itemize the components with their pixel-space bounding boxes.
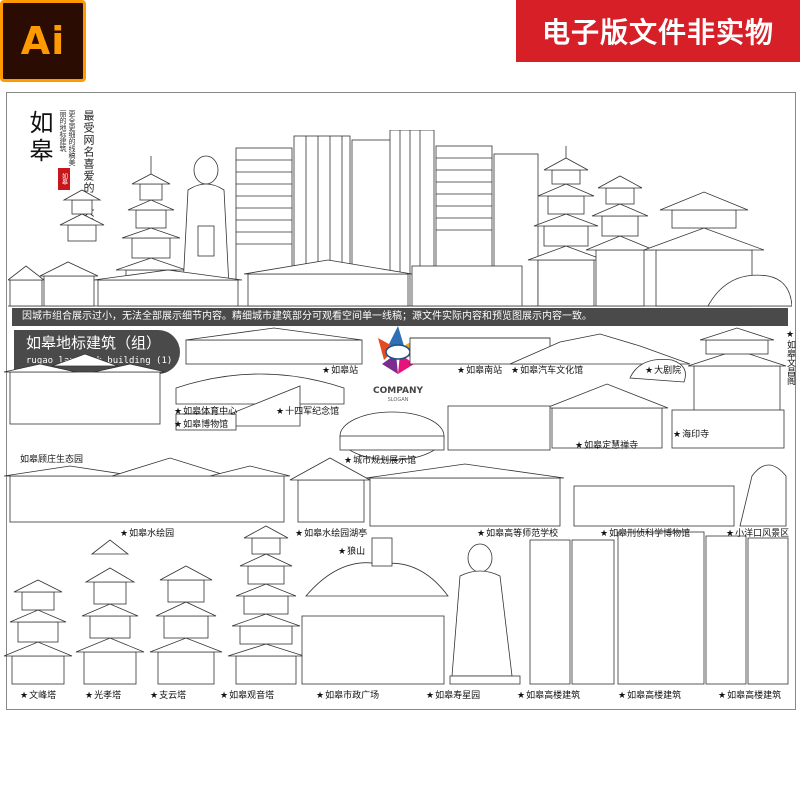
landmark-label: ★海印寺 <box>673 430 710 440</box>
landmark-label: ★如皋市政广场 <box>316 691 380 701</box>
landmark-label: ★大剧院 <box>645 366 682 376</box>
landmarks-illustration <box>3 327 789 685</box>
landmark-label: ★如皋水绘园湖亭 <box>295 529 368 539</box>
star-icon: ★ <box>174 407 183 417</box>
illustrator-badge: Ai <box>0 0 86 82</box>
star-icon: ★ <box>511 366 520 376</box>
landmark-label: ★狼山 <box>338 547 366 557</box>
top-bar: Ai 电子版文件非实物 <box>0 0 800 88</box>
star-icon: ★ <box>785 330 795 340</box>
star-icon: ★ <box>673 430 682 440</box>
star-icon: ★ <box>426 691 435 701</box>
star-icon: ★ <box>85 691 94 701</box>
hero-small-text: 更全更细的线稿美丽的地标建筑 <box>59 110 76 166</box>
landmark-label: ★如皋寿星园 <box>426 691 481 701</box>
landmark-label: ★城市规划展示馆 <box>344 456 417 466</box>
star-icon: ★ <box>316 691 325 701</box>
star-icon: ★ <box>276 407 285 417</box>
company-slogan: SLOGAN <box>387 397 409 403</box>
landmark-label: ★如皋高等师范学校 <box>477 529 559 539</box>
hero-seal: 如皋 <box>58 168 70 190</box>
artwork-frame <box>6 92 796 710</box>
landmark-label: ★如皋水绘园 <box>120 529 175 539</box>
star-icon: ★ <box>618 691 627 701</box>
landmark-label: 如皋顾庄生态园 <box>20 455 84 465</box>
star-icon: ★ <box>726 529 735 539</box>
landmark-label: ★如皋刑侦科学博物馆 <box>600 529 691 539</box>
section-title: 如皋地标建筑（组） <box>26 334 162 352</box>
star-icon: ★ <box>600 529 609 539</box>
landmark-label: ★如皋体育中心 <box>174 407 238 417</box>
landmark-label: ★如皋站 <box>322 366 359 376</box>
star-icon: ★ <box>295 529 304 539</box>
star-icon: ★ <box>645 366 654 376</box>
star-icon: ★ <box>338 547 347 557</box>
notice-bar: 因城市组合展示过小，无法全部展示细节内容。精细城市建筑部分可观看空间单一线稿；源… <box>12 308 788 326</box>
digital-file-banner: 电子版文件非实物 <box>516 0 800 62</box>
star-icon: ★ <box>718 691 727 701</box>
landmark-label: ★如皋高楼建筑 <box>517 691 581 701</box>
star-icon: ★ <box>322 366 331 376</box>
star-icon: ★ <box>457 366 466 376</box>
star-icon: ★ <box>174 420 183 430</box>
hero-title: 如皋 <box>25 110 53 166</box>
landmark-label: ★光孝塔 <box>85 691 122 701</box>
landmark-label: ★如皋定慧禅寺 <box>575 441 639 451</box>
landmark-label: ★文峰塔 <box>20 691 57 701</box>
landmark-label: ★小洋口风景区 <box>726 529 790 539</box>
landmark-label: ★如皋博物馆 <box>174 420 229 430</box>
landmark-label: ★如皋南站 <box>457 366 503 376</box>
star-icon: ★ <box>150 691 159 701</box>
star-icon: ★ <box>575 441 584 451</box>
illustrator-badge-label: Ai <box>20 19 66 63</box>
landmark-label: ★十四军纪念馆 <box>276 407 340 417</box>
landmark-label: ★如皋文昌阁 <box>785 330 795 385</box>
star-icon: ★ <box>344 456 353 466</box>
landmark-label: ★如皋观音塔 <box>220 691 275 701</box>
star-icon: ★ <box>120 529 129 539</box>
star-icon: ★ <box>20 691 29 701</box>
hero-skyline-illustration <box>8 130 792 307</box>
star-icon: ★ <box>517 691 526 701</box>
landmark-label: ★如皋高楼建筑 <box>618 691 682 701</box>
landmark-label: ★如皋汽车文化馆 <box>511 366 584 376</box>
landmark-label: ★支云塔 <box>150 691 187 701</box>
landmark-label: ★如皋高楼建筑 <box>718 691 782 701</box>
digital-file-banner-text: 电子版文件非实物 <box>541 16 774 49</box>
star-icon: ★ <box>477 529 486 539</box>
star-icon: ★ <box>220 691 229 701</box>
company-name: COMPANY <box>373 386 423 396</box>
